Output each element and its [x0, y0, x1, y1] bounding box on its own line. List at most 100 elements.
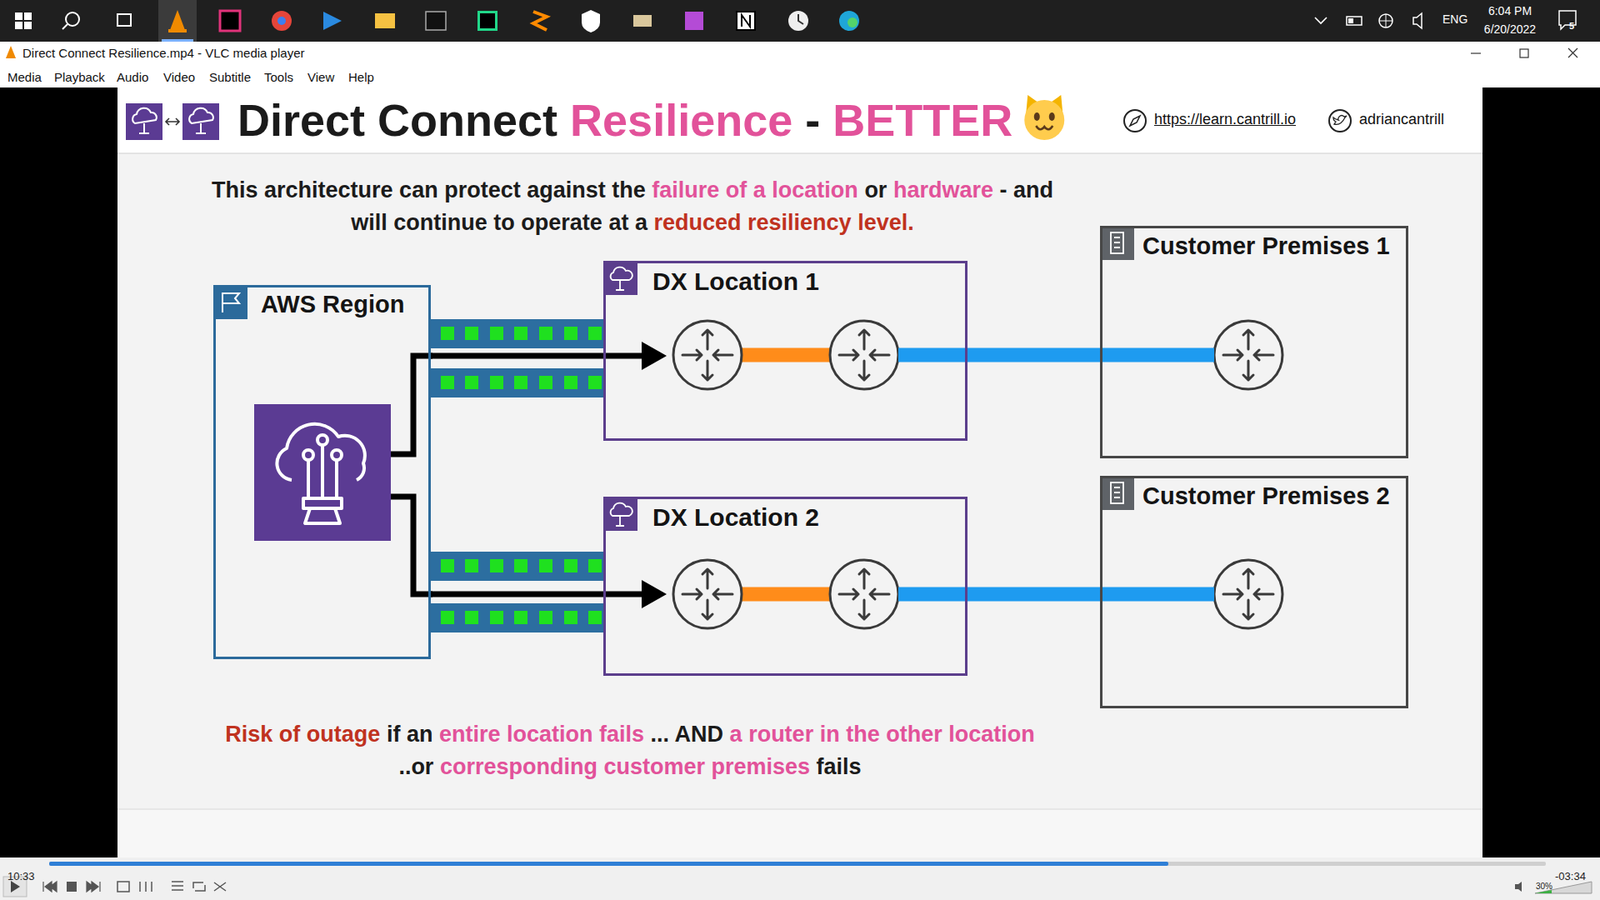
slide-note: Risk of outage if an entire location fai…	[213, 718, 1047, 784]
word: level.	[857, 210, 915, 235]
title-icon	[125, 103, 163, 140]
word: AND	[675, 721, 725, 747]
location-box: DX Location 2	[603, 496, 968, 676]
player-controls	[49, 861, 1169, 866]
taskbar	[847, 17, 858, 28]
twitter-handle: adriancantrill	[1359, 110, 1445, 130]
volume-level: 30%	[1535, 881, 1553, 892]
word: against	[526, 177, 606, 203]
remaining-time: -03:34	[1555, 870, 1586, 884]
arrow-connector	[430, 580, 667, 609]
slide	[117, 808, 1483, 810]
title-icon	[132, 108, 214, 134]
cross-connect	[733, 587, 839, 602]
dx-location-icon	[603, 496, 638, 531]
taskbar	[1346, 16, 1362, 25]
link-band	[430, 551, 604, 581]
direct-connect-icon	[317, 435, 328, 445]
word: protect	[444, 177, 521, 203]
window-chrome	[1470, 52, 1481, 54]
building-icon	[1110, 232, 1124, 254]
menu-item: Tools	[264, 70, 294, 85]
building-icon	[1100, 225, 1135, 260]
taskbar	[65, 12, 80, 26]
title-icon	[165, 118, 180, 125]
link-icon	[1329, 110, 1351, 132]
word: outage	[306, 721, 381, 747]
router-symbol	[673, 320, 1283, 629]
word: other	[885, 721, 943, 747]
dx-location-icon	[615, 515, 625, 526]
word: the	[845, 721, 880, 747]
connection-line	[390, 355, 433, 595]
connection-line	[390, 355, 433, 455]
menu-item: View	[307, 70, 335, 85]
cat-emoji	[1024, 95, 1065, 140]
link-icon	[1124, 110, 1351, 132]
slide	[0, 87, 1600, 858]
menu-item: Help	[348, 70, 375, 85]
node-heading: DX Location 2	[652, 502, 959, 533]
link-band	[430, 603, 604, 633]
fiber-link	[898, 594, 1215, 595]
taskbar	[477, 10, 498, 31]
taskbar	[633, 15, 652, 27]
taskbar	[1559, 10, 1576, 30]
word: corresponding	[440, 754, 598, 780]
word: reduced	[653, 210, 741, 235]
menu-item: Audio	[116, 70, 149, 85]
elapsed-time: 10:33	[7, 870, 35, 884]
taskbar	[168, 29, 187, 33]
word: location	[771, 177, 859, 203]
title-icon	[132, 108, 157, 124]
premises-box: Customer Premises 2	[1100, 475, 1409, 709]
window-chrome	[0, 41, 1600, 88]
word: Direct	[237, 95, 365, 145]
slide-subtitle: This architecture can protect against th…	[199, 174, 1066, 240]
player-controls	[3, 876, 27, 897]
word: router	[748, 721, 814, 747]
taskbar	[277, 16, 286, 25]
taskbar	[1379, 14, 1393, 28]
link-icon	[1130, 115, 1140, 126]
window-chrome	[1568, 48, 1578, 58]
region-icon	[213, 285, 248, 320]
link-band	[430, 319, 604, 633]
link-band	[430, 368, 604, 398]
router-symbol	[1214, 320, 1283, 390]
node-heading: DX Location 1	[652, 266, 959, 297]
taskbar	[158, 0, 197, 42]
taskbar	[788, 10, 809, 31]
connector-line	[430, 353, 644, 360]
window-chrome	[0, 41, 1600, 88]
word: fails	[599, 721, 645, 747]
player-controls	[117, 881, 130, 892]
taskbar	[323, 11, 342, 30]
word: BETTER	[832, 95, 1013, 145]
cat-emoji	[1034, 112, 1040, 121]
cat-emoji	[1049, 112, 1055, 121]
word: can	[399, 177, 439, 203]
direct-connect-icon	[254, 404, 391, 541]
player-controls	[193, 882, 205, 891]
player-controls	[10, 880, 20, 893]
building-icon	[1114, 237, 1120, 248]
connection-line	[390, 496, 433, 595]
node-heading: Customer Premises 1	[1142, 231, 1400, 261]
taskbar	[271, 10, 292, 31]
title-icon	[139, 123, 150, 134]
player-controls	[49, 861, 1546, 866]
direct-connect-icon	[331, 450, 342, 460]
word: a	[753, 177, 766, 203]
direct-connect-icon	[305, 508, 340, 524]
taskbar	[798, 14, 804, 25]
taskbar	[480, 13, 495, 29]
window-chrome	[1520, 49, 1529, 58]
title-icon	[125, 103, 220, 140]
premises-box: Customer Premises 1	[1100, 225, 1409, 459]
arrow-head	[641, 580, 667, 609]
